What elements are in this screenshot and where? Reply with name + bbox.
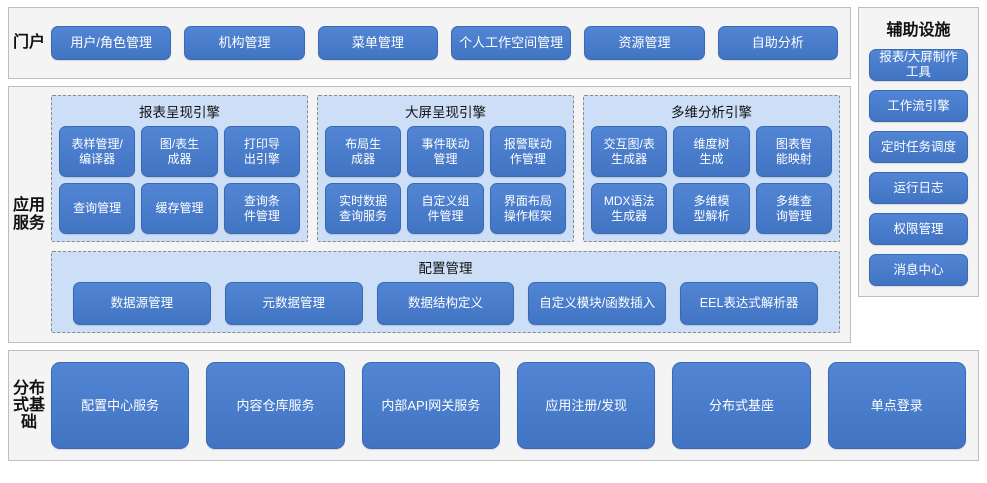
- aux-column: 辅助设施 报表/大屏制作工具 工作流引擎 定时任务调度 运行日志 权限管理 消息…: [858, 7, 979, 343]
- dist-item-content-repo[interactable]: 内容仓库服务: [206, 362, 345, 449]
- dist-item-config-center[interactable]: 配置中心服务: [51, 362, 190, 449]
- report-engine-title: 报表呈现引擎: [139, 105, 220, 120]
- application-service-section-label: 应用服务: [13, 197, 46, 232]
- config-item-eel-parser[interactable]: EEL表达式解析器: [680, 282, 818, 325]
- distributed-button-row: 配置中心服务 内容仓库服务 内部API网关服务 应用注册/发现 分布式基座 单点…: [49, 351, 978, 460]
- bigscreen-engine-item-layout-generator[interactable]: 布局生 成器: [325, 126, 402, 177]
- dist-item-sso[interactable]: 单点登录: [827, 362, 966, 449]
- report-engine-item-query-condition[interactable]: 查询条 件管理: [223, 183, 300, 234]
- bigscreen-engine-item-realtime-query[interactable]: 实时数据 查询服务: [325, 183, 402, 234]
- olap-engine-item-model-parser[interactable]: 多维模 型解析: [673, 183, 750, 234]
- distributed-infrastructure-panel: 分布式基础 配置中心服务 内容仓库服务 内部API网关服务 应用注册/发现 分布…: [8, 350, 979, 461]
- portal-item-self-analysis[interactable]: 自助分析: [717, 26, 838, 60]
- bigscreen-engine-item-event-linkage[interactable]: 事件联动 管理: [407, 126, 484, 177]
- report-engine-item-template[interactable]: 表样管理/ 编译器: [59, 126, 136, 177]
- report-engine-group: 报表呈现引擎 表样管理/ 编译器 图/表生 成器 打印导 出引擎 查询管理 缓存…: [51, 95, 308, 242]
- dist-item-app-registry[interactable]: 应用注册/发现: [516, 362, 656, 449]
- config-item-custom-module[interactable]: 自定义模块/函数插入: [528, 282, 667, 325]
- config-management-row: 数据源管理 元数据管理 数据结构定义 自定义模块/函数插入 EEL表达式解析器: [59, 282, 832, 325]
- report-engine-grid: 表样管理/ 编译器 图/表生 成器 打印导 出引擎 查询管理 缓存管理 查询条 …: [59, 126, 300, 234]
- bigscreen-engine-title: 大屏呈现引擎: [405, 105, 486, 120]
- distributed-section-label: 分布式基础: [13, 379, 46, 432]
- report-engine-item-query-mgmt[interactable]: 查询管理: [59, 183, 136, 234]
- report-engine-item-chart-generator[interactable]: 图/表生 成器: [141, 126, 218, 177]
- aux-item-runtime-log[interactable]: 运行日志: [869, 172, 968, 204]
- dist-item-dist-base[interactable]: 分布式基座: [672, 362, 811, 449]
- bigscreen-engine-item-alarm-action[interactable]: 报警联动 作管理: [489, 126, 566, 177]
- config-item-datasource[interactable]: 数据源管理: [73, 282, 211, 325]
- olap-engine-item-interactive-chart[interactable]: 交互图/表 生成器: [591, 126, 668, 177]
- portal-item-menu[interactable]: 菜单管理: [317, 26, 438, 60]
- aux-item-report-bigscreen-tool[interactable]: 报表/大屏制作工具: [869, 49, 968, 81]
- main-area: 门户 用户/角色管理 机构管理 菜单管理 个人工作空间管理 资源管理 自助分析 …: [8, 7, 979, 343]
- dist-item-api-gateway[interactable]: 内部API网关服务: [361, 362, 500, 449]
- config-management-group: 配置管理 数据源管理 元数据管理 数据结构定义 自定义模块/函数插入 EEL表达…: [51, 251, 840, 333]
- bigscreen-engine-grid: 布局生 成器 事件联动 管理 报警联动 作管理 实时数据 查询服务 自定义组 件…: [325, 126, 566, 234]
- olap-engine-item-dimension-tree[interactable]: 维度树 生成: [673, 126, 750, 177]
- olap-engine-title: 多维分析引擎: [671, 105, 752, 120]
- bottom-wrap: 分布式基础 配置中心服务 内容仓库服务 内部API网关服务 应用注册/发现 分布…: [8, 350, 979, 461]
- report-engine-item-cache-mgmt[interactable]: 缓存管理: [141, 183, 218, 234]
- olap-engine-group: 多维分析引擎 交互图/表 生成器 维度树 生成 图表智 能映射 MDX语法 生成…: [583, 95, 840, 242]
- application-service-panel: 应用服务 报表呈现引擎 表样管理/ 编译器 图/表生 成器 打印导 出引擎 查询…: [8, 86, 851, 343]
- aux-facilities-list: 报表/大屏制作工具 工作流引擎 定时任务调度 运行日志 权限管理 消息中心: [869, 49, 968, 286]
- portal-section-label: 门户: [13, 34, 46, 52]
- aux-item-message-center[interactable]: 消息中心: [869, 254, 968, 286]
- aux-facilities-panel: 辅助设施 报表/大屏制作工具 工作流引擎 定时任务调度 运行日志 权限管理 消息…: [858, 7, 979, 297]
- left-stack: 门户 用户/角色管理 机构管理 菜单管理 个人工作空间管理 资源管理 自助分析 …: [8, 7, 851, 343]
- portal-item-workspace[interactable]: 个人工作空间管理: [450, 26, 572, 60]
- bigscreen-engine-item-ui-layout-framework[interactable]: 界面布局 操作框架: [489, 183, 566, 234]
- bigscreen-engine-item-custom-component[interactable]: 自定义组 件管理: [407, 183, 484, 234]
- config-management-title: 配置管理: [418, 261, 473, 276]
- aux-item-workflow-engine[interactable]: 工作流引擎: [869, 90, 968, 122]
- olap-engine-item-query-mgmt[interactable]: 多维查 询管理: [755, 183, 832, 234]
- portal-button-row: 用户/角色管理 机构管理 菜单管理 个人工作空间管理 资源管理 自助分析: [49, 8, 850, 78]
- portal-item-user-role[interactable]: 用户/角色管理: [51, 26, 172, 60]
- aux-item-scheduled-task[interactable]: 定时任务调度: [869, 131, 968, 163]
- config-item-metadata[interactable]: 元数据管理: [224, 282, 363, 325]
- engines-row: 报表呈现引擎 表样管理/ 编译器 图/表生 成器 打印导 出引擎 查询管理 缓存…: [51, 95, 840, 242]
- report-engine-item-print-export[interactable]: 打印导 出引擎: [223, 126, 300, 177]
- config-item-data-structure[interactable]: 数据结构定义: [376, 282, 515, 325]
- olap-engine-item-smart-mapping[interactable]: 图表智 能映射: [755, 126, 832, 177]
- portal-item-resource[interactable]: 资源管理: [584, 26, 705, 60]
- aux-item-permission-mgmt[interactable]: 权限管理: [869, 213, 968, 245]
- aux-facilities-title: 辅助设施: [886, 22, 951, 39]
- olap-engine-grid: 交互图/表 生成器 维度树 生成 图表智 能映射 MDX语法 生成器 多维模 型…: [591, 126, 832, 234]
- application-service-body: 报表呈现引擎 表样管理/ 编译器 图/表生 成器 打印导 出引擎 查询管理 缓存…: [49, 87, 850, 342]
- portal-panel: 门户 用户/角色管理 机构管理 菜单管理 个人工作空间管理 资源管理 自助分析: [8, 7, 851, 79]
- olap-engine-item-mdx-generator[interactable]: MDX语法 生成器: [591, 183, 668, 234]
- bigscreen-engine-group: 大屏呈现引擎 布局生 成器 事件联动 管理 报警联动 作管理 实时数据 查询服务…: [317, 95, 574, 242]
- portal-item-org[interactable]: 机构管理: [184, 26, 305, 60]
